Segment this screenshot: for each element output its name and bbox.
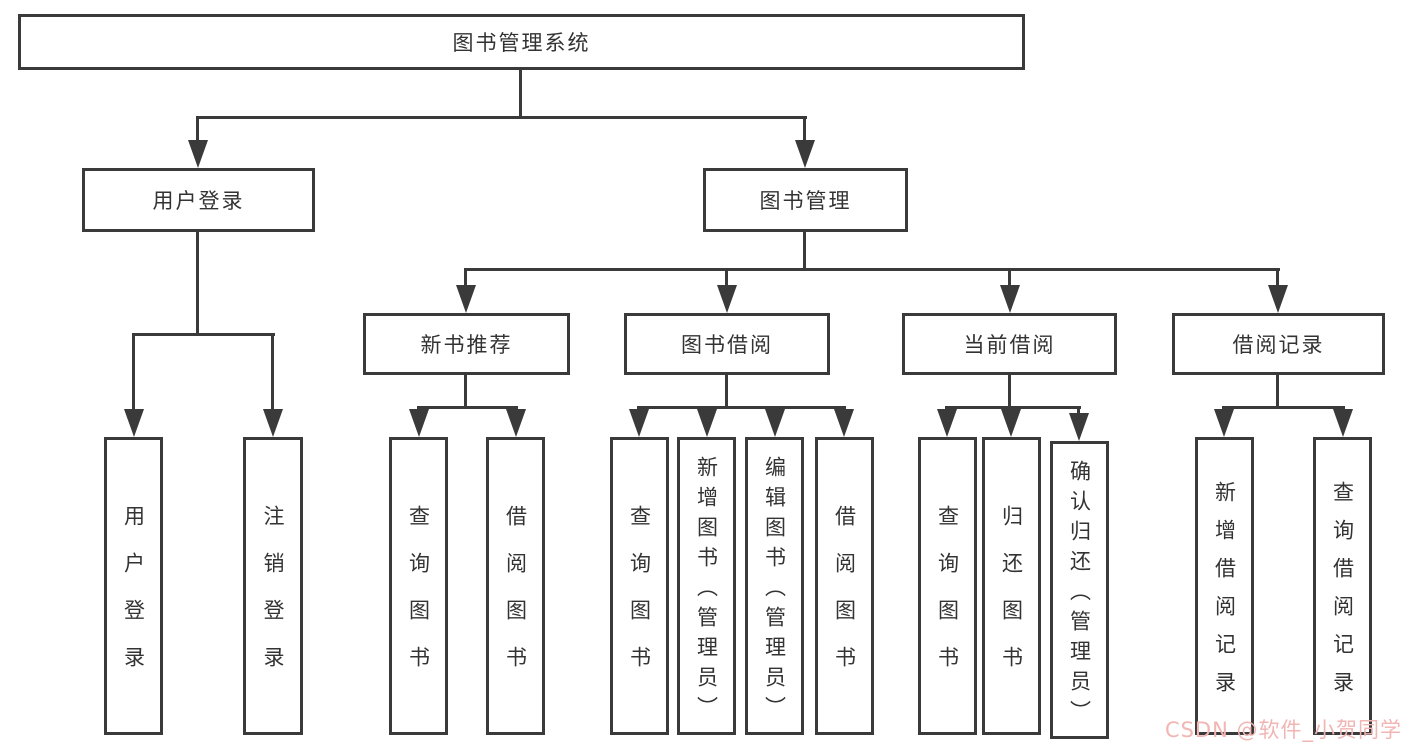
connector-line: [519, 70, 522, 118]
leaf-borrow-books: 借阅图书: [815, 437, 874, 735]
leaf-query-books-current: 查询图书: [918, 437, 977, 735]
arrow-down-icon: [1268, 285, 1288, 313]
arrow-down-icon: [263, 409, 283, 437]
csdn-watermark: CSDN @软件_小贺同学: [1164, 718, 1402, 742]
arrow-down-icon: [834, 409, 854, 437]
arrow-down-icon: [1069, 413, 1089, 441]
connector-line: [1077, 406, 1080, 418]
connector-line: [464, 268, 467, 293]
connector-line: [725, 375, 728, 409]
connector-line: [417, 406, 518, 409]
node-book-management: 图书管理: [703, 168, 908, 232]
arrow-down-icon: [1000, 285, 1020, 313]
arrow-down-icon: [765, 409, 785, 437]
arrow-down-icon: [1333, 409, 1353, 437]
connector-line: [464, 375, 467, 409]
leaf-user-login: 用户登录: [104, 437, 163, 735]
connector-line: [637, 406, 846, 409]
node-new-book-recommendation: 新书推荐: [363, 313, 570, 375]
connector-line: [196, 116, 807, 119]
node-book-borrowing: 图书借阅: [624, 313, 830, 375]
node-current-borrowing: 当前借阅: [902, 313, 1117, 375]
connector-line: [1008, 375, 1011, 409]
leaf-add-books-admin: 新增图书（管理员）: [677, 437, 736, 735]
arrow-down-icon: [124, 409, 144, 437]
connector-line: [464, 268, 1280, 271]
connector-line: [725, 268, 728, 293]
arrow-down-icon: [937, 409, 957, 437]
leaf-confirm-return-admin: 确认归还（管理员）: [1050, 441, 1109, 739]
arrow-down-icon: [795, 140, 815, 168]
arrow-down-icon: [1001, 409, 1021, 437]
connector-line: [803, 232, 806, 270]
leaf-add-borrow-record: 新增借阅记录: [1195, 437, 1254, 735]
leaf-query-books-recommend: 查询图书: [389, 437, 448, 735]
connector-line: [132, 333, 275, 336]
node-library-management-system: 图书管理系统: [18, 14, 1025, 70]
connector-line: [271, 333, 274, 413]
connector-line: [945, 406, 1081, 409]
connector-line: [803, 116, 806, 146]
connector-line: [196, 232, 199, 335]
arrow-down-icon: [188, 140, 208, 168]
arrow-down-icon: [697, 409, 717, 437]
leaf-query-books-borrow: 查询图书: [610, 437, 669, 735]
leaf-borrow-books-recommend: 借阅图书: [486, 437, 545, 735]
connector-line: [132, 333, 135, 413]
node-borrowing-records: 借阅记录: [1172, 313, 1385, 375]
leaf-return-books: 归还图书: [982, 437, 1041, 735]
leaf-edit-books-admin: 编辑图书（管理员）: [745, 437, 804, 735]
arrow-down-icon: [1214, 409, 1234, 437]
leaf-query-borrow-record: 查询借阅记录: [1313, 437, 1372, 735]
arrow-down-icon: [456, 285, 476, 313]
connector-line: [1008, 268, 1011, 293]
connector-line: [1222, 406, 1345, 409]
arrow-down-icon: [506, 409, 526, 437]
leaf-logout: 注销登录: [243, 437, 303, 735]
arrow-down-icon: [717, 285, 737, 313]
connector-line: [196, 116, 199, 146]
connector-line: [1276, 375, 1279, 409]
node-user-login: 用户登录: [82, 168, 315, 232]
connector-line: [1276, 268, 1279, 293]
arrow-down-icon: [409, 409, 429, 437]
arrow-down-icon: [629, 409, 649, 437]
